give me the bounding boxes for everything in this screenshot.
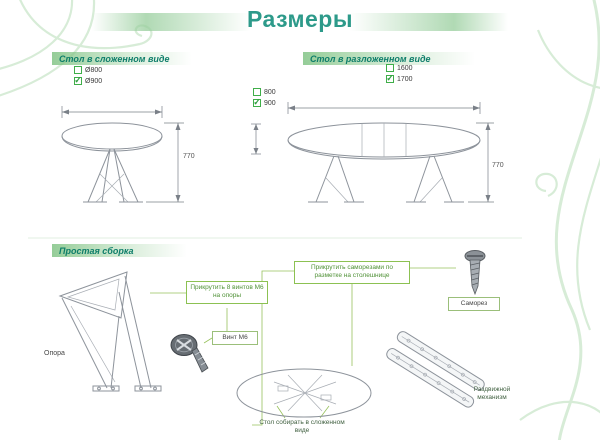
folded-height-dimension-line (146, 122, 184, 203)
bolt-icon (170, 334, 209, 373)
unfolded-height-value: 770 (492, 162, 504, 169)
checkbox-1600 (386, 64, 394, 72)
self-tapping-screw-label: Саморез (448, 297, 500, 311)
unfolded-height-dimension-line (468, 122, 494, 203)
option-row-900: ✓ 900 (253, 96, 276, 107)
bolt-label: Винт М6 (212, 331, 258, 345)
folded-table-drawing (61, 106, 184, 203)
assembly-section-header: Простая сборка (52, 244, 187, 257)
length-dimension-line (287, 102, 481, 114)
support-leg-drawing (58, 271, 162, 392)
option-d900-label: Ø900 (85, 77, 103, 85)
diameter-dimension-line (61, 106, 163, 118)
checkbox-900: ✓ (253, 96, 261, 107)
option-row-d900: ✓ Ø900 (74, 74, 103, 85)
width-dimension-line (251, 123, 261, 155)
option-row-1600: 1600 (386, 64, 413, 72)
folded-section-header: Стол в сложенном виде (52, 52, 192, 65)
unfolded-table-legs (308, 155, 464, 203)
tabletop-instruction-note: Прикрутить саморезами по разметке на сто… (294, 261, 410, 284)
folded-section-title: Стол в сложенном виде (59, 53, 170, 64)
option-row-d800: Ø800 (74, 66, 102, 74)
checkbox-1700: ✓ (386, 72, 394, 83)
checkmark-900: ✓ (253, 96, 261, 107)
checkmark-d900: ✓ (74, 74, 82, 85)
checkbox-d800 (74, 66, 82, 74)
bolt-instruction-note: Прикрутить 8 винтов М6 на опоры (186, 281, 268, 304)
self-tapping-screw-icon (464, 250, 486, 296)
checkbox-800 (253, 88, 261, 96)
assemble-folded-note: Стол собирать в сложенном виде (259, 419, 345, 435)
folded-table-legs (83, 148, 143, 203)
unfolded-table-drawing (251, 102, 494, 203)
option-1600-label: 1600 (397, 64, 413, 72)
option-row-1700: ✓ 1700 (386, 72, 413, 83)
sliding-mechanism-drawing (386, 331, 485, 408)
title-band (92, 13, 508, 31)
support-leg-label: Опора (44, 350, 65, 357)
page-title: Размеры (247, 6, 353, 32)
option-d800-label: Ø800 (85, 66, 103, 74)
option-800-label: 800 (264, 88, 276, 96)
folded-tabletop (61, 122, 163, 152)
sliding-mechanism-label: Раздвижной механизм (473, 386, 511, 402)
checkmark-1700: ✓ (386, 72, 394, 83)
unfolded-section-title: Стол в разложенном виде (310, 53, 431, 64)
option-900-label: 900 (264, 99, 276, 107)
option-row-800: 800 (253, 88, 276, 96)
option-1700-label: 1700 (397, 75, 413, 83)
tabletop-underside-drawing (236, 368, 372, 418)
unfolded-section-header: Стол в разложенном виде (303, 52, 475, 65)
assembly-section-title: Простая сборка (59, 245, 134, 256)
unfolded-tabletop (287, 122, 481, 160)
folded-height-value: 770 (183, 153, 195, 160)
checkbox-d900: ✓ (74, 74, 82, 85)
